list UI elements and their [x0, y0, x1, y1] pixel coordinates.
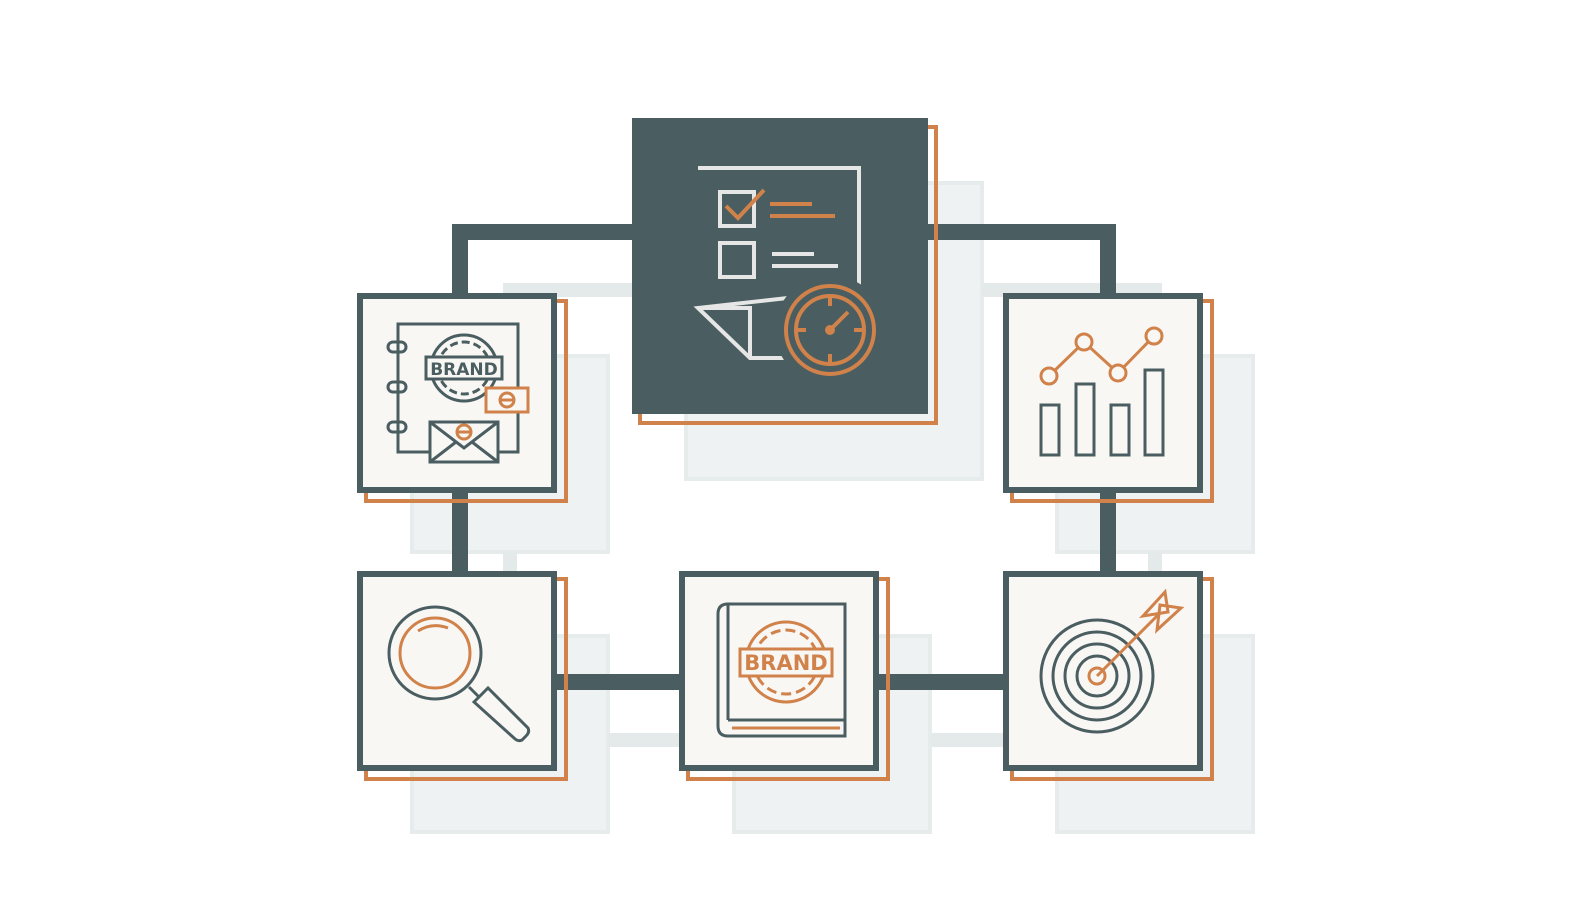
- connector-top-right: [928, 224, 1116, 296]
- brand-guide-label: BRAND: [430, 360, 498, 380]
- node-brand-guide: BRAND: [357, 293, 568, 503]
- connector-top-left: [452, 224, 634, 296]
- brand-book-label: BRAND: [744, 651, 827, 675]
- analytics-icon: [1039, 326, 1165, 457]
- node-analytics: [1003, 293, 1214, 503]
- connectors: [452, 224, 1116, 690]
- brand-guide-icon: BRAND: [386, 322, 530, 464]
- node-targeting: [1003, 571, 1214, 781]
- node-research: [357, 571, 568, 781]
- checklist-timer-icon: [693, 166, 885, 385]
- node-brand-book: BRAND: [679, 571, 890, 781]
- node-checklist-timer: [632, 118, 938, 425]
- target-icon: [1039, 588, 1185, 734]
- brand-book-icon: BRAND: [716, 602, 847, 738]
- card-face: [1003, 293, 1203, 493]
- magnifier-icon: [387, 605, 531, 743]
